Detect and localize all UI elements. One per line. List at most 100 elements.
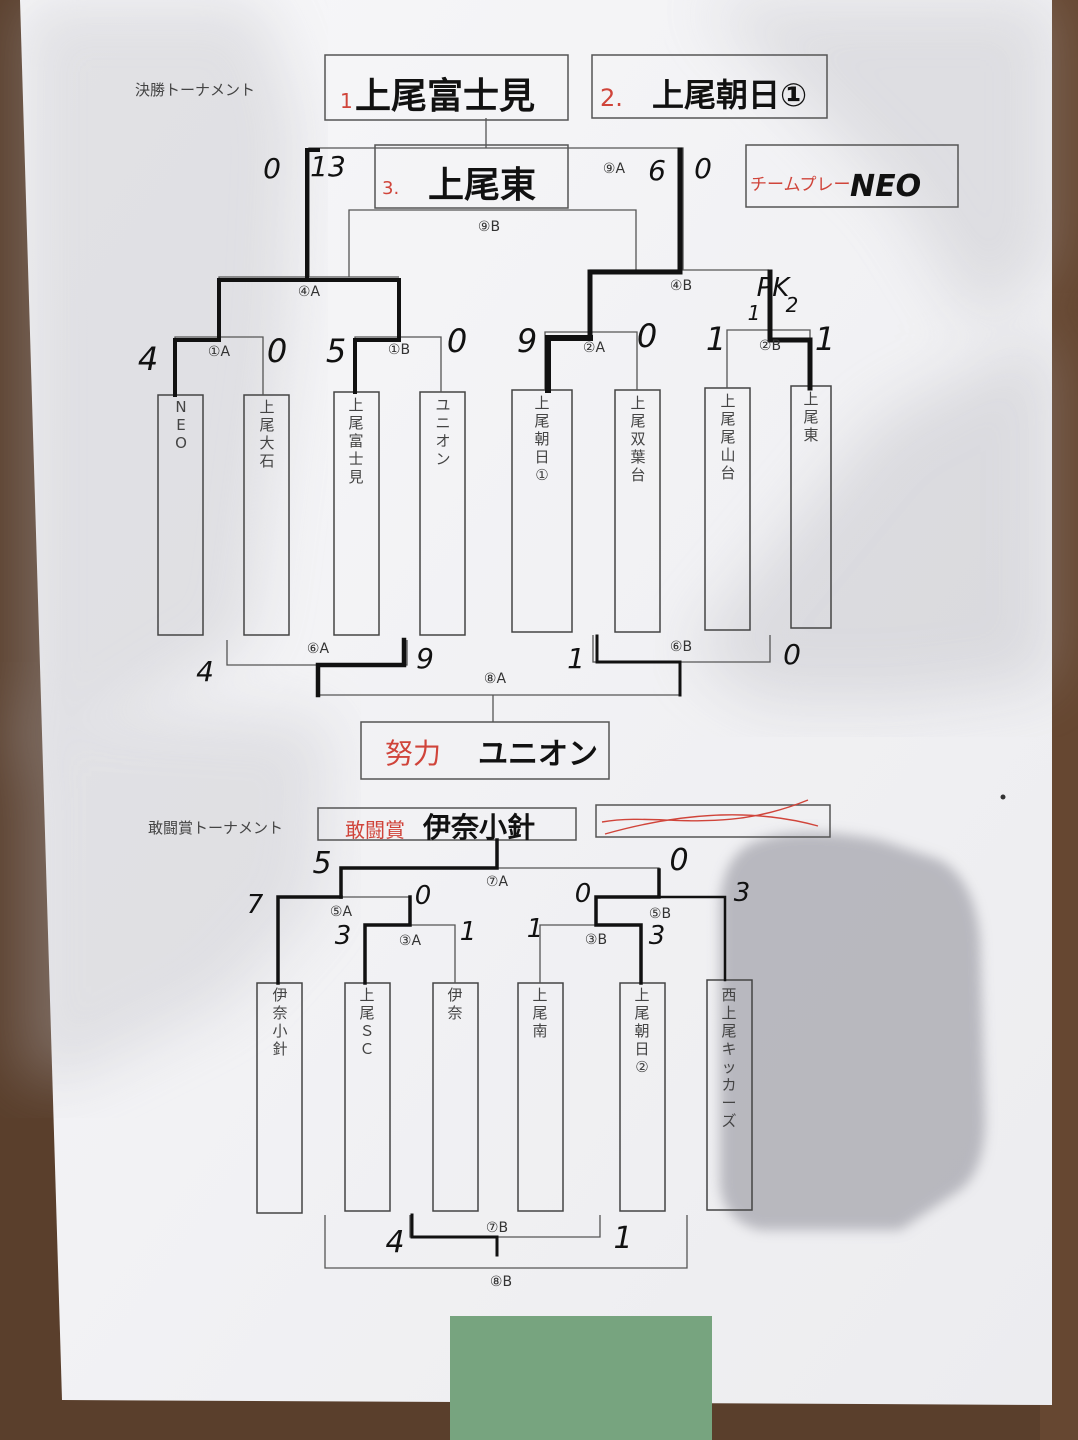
champion-box	[324, 54, 569, 121]
pk-score: 1	[748, 301, 761, 325]
score: 0	[669, 843, 688, 878]
score: 6	[648, 154, 666, 187]
team-label: 上尾南	[532, 986, 547, 1040]
match-label: ②A	[583, 340, 606, 356]
score: 3	[734, 878, 751, 908]
team-label: 西上尾キッカーズ	[721, 986, 736, 1130]
score: 13	[310, 150, 346, 183]
score: 0	[415, 881, 432, 911]
pk-score: 2	[786, 293, 799, 317]
match-label: ⑥B	[670, 639, 692, 655]
match-labels: ①A ①B ②A ②B ④A ④B ⑨A ⑨B ⑥A ⑥B ⑧A	[208, 161, 781, 687]
fairplay-box	[745, 144, 959, 208]
score: 9	[517, 322, 537, 360]
phone-shadow	[720, 832, 985, 1230]
score: 4	[196, 655, 214, 688]
champion-rank: 1	[340, 89, 353, 113]
score: 0	[447, 322, 467, 360]
sub-match-labels: ⑤A ③A ⑦A ③B ⑤B ⑦B ⑧B	[330, 874, 671, 1290]
score: 3	[335, 921, 352, 951]
match-label: ⑨B	[478, 219, 500, 235]
match-label: ①B	[388, 342, 410, 358]
score: 1	[706, 320, 726, 358]
match-label: ③B	[585, 932, 607, 948]
runner-up-rank: 2.	[600, 84, 623, 112]
match-label: ⑦B	[486, 1220, 508, 1236]
runner-up-team: 上尾朝日①	[652, 76, 807, 114]
score: 1	[613, 1221, 632, 1256]
team-label: 上尾東	[803, 390, 818, 444]
score: 0	[637, 317, 657, 355]
match-label: ⑤B	[649, 906, 671, 922]
crossed-out-mark	[601, 799, 819, 835]
shadow-overlay	[20, 0, 1052, 1080]
third-place-box	[374, 144, 569, 209]
score: 0	[263, 152, 281, 185]
dot-mark	[1000, 794, 1006, 800]
sub-winner-paths	[276, 838, 727, 1257]
team-label: 伊奈	[447, 986, 462, 1022]
green-tape	[450, 1316, 712, 1440]
score: 1	[567, 642, 585, 675]
match-label: ⑧A	[484, 671, 507, 687]
effort-team: ユニオン	[478, 737, 598, 772]
score: 1	[460, 917, 477, 947]
score: 4	[138, 340, 158, 378]
runner-up-box	[591, 54, 828, 119]
score: 0	[267, 332, 287, 370]
match-label: ①A	[208, 344, 231, 360]
team-label: ユニオン	[435, 396, 450, 468]
match-label: ②B	[759, 338, 781, 354]
score: 9	[416, 642, 434, 675]
score: 3	[649, 921, 666, 951]
final-tournament-heading: 決勝トーナメント	[135, 81, 255, 99]
winner-paths	[173, 147, 813, 698]
score: 5	[312, 846, 331, 881]
champion-team: 上尾富士見	[355, 75, 535, 117]
sub-scores: 5 0 7 0 0 3 3 1 1 3 4 1	[247, 843, 751, 1260]
score: 0	[575, 879, 592, 909]
fairplay-team: NEO	[850, 169, 921, 204]
effort-label: 努力	[385, 737, 441, 770]
third-place-rank: 3.	[382, 178, 399, 199]
score: 4	[385, 1225, 404, 1260]
match-label: ③A	[399, 933, 422, 949]
fairplay-label: チームプレー	[750, 175, 850, 195]
score: 1	[527, 914, 544, 944]
team-label: 上尾ＳＣ	[359, 986, 374, 1058]
blank-award-box	[595, 804, 831, 838]
team-label: 伊奈小針	[272, 986, 287, 1058]
match-label: ⑤A	[330, 904, 353, 920]
score: 1	[815, 320, 835, 358]
award-box	[317, 807, 577, 841]
third-place-team: 上尾東	[428, 165, 536, 206]
team-label: 上尾双葉台	[630, 394, 645, 484]
match-label: ⑦A	[486, 874, 509, 890]
score: 0	[694, 152, 712, 185]
match-label: ⑧B	[490, 1274, 512, 1290]
fighting-spirit-heading: 敢闘賞トーナメント	[148, 819, 283, 837]
score: 7	[247, 890, 264, 920]
final-tournament: 決勝トーナメント 1 上尾富士見 2. 上尾朝日① 3. 上尾東 チームプレー …	[135, 54, 959, 780]
match-label: ⑥A	[307, 641, 330, 657]
score: 5	[326, 332, 346, 370]
team-label: 上尾大石	[259, 398, 274, 470]
award-label: 敢闘賞	[345, 818, 405, 842]
match-label: ④B	[670, 278, 692, 294]
team-label: 上尾尾山台	[720, 392, 735, 482]
pk-score: PK	[757, 273, 792, 303]
match-label: ④A	[298, 284, 321, 300]
effort-box	[360, 721, 610, 780]
award-team: 伊奈小針	[422, 811, 535, 844]
match-label: ⑨A	[603, 161, 626, 177]
team-label: 上尾富士見	[348, 396, 363, 486]
score: 0	[783, 638, 801, 671]
